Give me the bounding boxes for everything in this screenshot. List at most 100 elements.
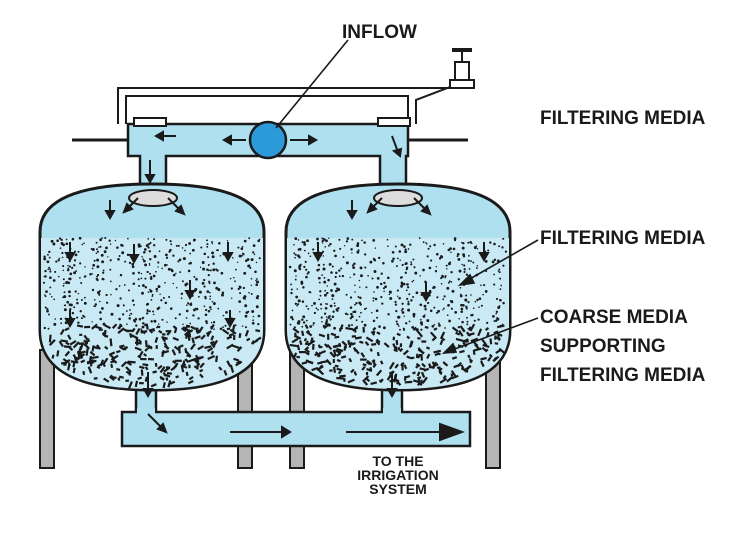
media-grain — [331, 298, 334, 300]
media-grain — [374, 247, 377, 249]
media-grain — [504, 250, 508, 253]
media-grain — [426, 255, 429, 258]
media-grain — [371, 277, 374, 280]
coarse-grain — [152, 370, 158, 374]
media-grain — [376, 277, 380, 280]
coarse-grain — [226, 343, 234, 350]
media-grain — [486, 321, 489, 325]
media-grain — [153, 238, 156, 241]
coarse-grain — [417, 376, 422, 380]
coarse-grain — [375, 340, 381, 346]
coarse-grain — [159, 366, 166, 374]
media-grain — [85, 275, 87, 277]
media-grain — [446, 267, 448, 270]
coarse-grain — [232, 344, 240, 350]
media-grain — [400, 309, 403, 312]
media-grain — [358, 315, 361, 318]
media-grain — [293, 326, 296, 329]
media-grain — [297, 239, 300, 241]
media-grain — [392, 257, 395, 261]
media-grain — [498, 271, 501, 274]
media-grain — [132, 271, 135, 275]
coarse-grain — [299, 340, 303, 346]
media-grain — [57, 259, 60, 262]
media-grain — [187, 269, 191, 273]
media-grain — [62, 296, 65, 299]
media-grain — [150, 298, 153, 301]
media-grain — [156, 307, 160, 311]
media-grain — [62, 284, 65, 287]
media-grain — [158, 250, 161, 253]
media-grain — [198, 290, 202, 294]
coarse-grain — [474, 347, 482, 352]
media-grain — [73, 259, 77, 262]
coarse-grain — [336, 352, 341, 357]
coarse-grain — [439, 331, 446, 340]
media-grain — [414, 271, 418, 275]
coarse-grain — [238, 333, 242, 339]
media-grain — [456, 252, 460, 256]
media-grain — [462, 253, 466, 257]
media-grain — [354, 291, 356, 293]
media-grain — [426, 319, 430, 323]
media-grain — [255, 261, 258, 264]
media-grain — [128, 261, 132, 265]
media-grain — [252, 251, 255, 254]
media-grain — [448, 319, 451, 323]
media-grain — [326, 318, 328, 321]
media-grain — [76, 301, 79, 305]
coarse-grain — [99, 359, 105, 367]
media-grain — [386, 238, 389, 241]
media-grain — [161, 267, 164, 270]
media-grain — [105, 293, 108, 297]
media-grain — [351, 238, 354, 241]
valve-handle-icon[interactable] — [449, 48, 475, 89]
media-grain — [238, 286, 242, 289]
media-grain — [123, 284, 126, 286]
media-grain — [89, 272, 92, 276]
media-grain — [99, 300, 101, 303]
coarse-grain — [167, 380, 172, 388]
coarse-grain — [48, 339, 56, 346]
media-grain — [181, 280, 184, 283]
coarse-grain — [417, 347, 425, 355]
media-grain — [420, 328, 423, 331]
media-grain — [441, 275, 445, 278]
media-grain — [96, 258, 100, 262]
media-grain — [243, 271, 247, 275]
media-grain — [376, 285, 379, 289]
media-grain — [144, 277, 147, 280]
media-grain — [149, 289, 153, 293]
media-grain — [290, 291, 293, 295]
media-grain — [327, 278, 330, 282]
media-grain — [207, 273, 210, 277]
coarse-grain — [207, 347, 214, 353]
coarse-grain — [119, 346, 126, 351]
coarse-grain — [415, 328, 419, 332]
coarse-grain — [142, 363, 149, 367]
coarse-grain — [255, 336, 262, 342]
media-grain — [242, 253, 245, 256]
media-grain — [326, 303, 329, 305]
media-grain — [166, 264, 168, 266]
filtering-media-label: FILTERING MEDIA — [540, 228, 706, 249]
media-grain — [99, 311, 102, 314]
media-grain — [239, 292, 242, 295]
media-grain — [291, 318, 294, 321]
media-grain — [150, 320, 153, 323]
media-grain — [145, 244, 149, 248]
media-grain — [409, 243, 412, 246]
coarse-grain — [408, 340, 414, 348]
media-grain — [62, 278, 65, 281]
media-grain — [67, 281, 71, 285]
media-grain — [96, 265, 100, 269]
media-grain — [290, 288, 293, 291]
media-grain — [132, 282, 136, 286]
media-grain — [177, 244, 180, 247]
media-grain — [99, 245, 102, 248]
irrigation-label-line1: TO THE — [372, 453, 424, 469]
media-grain — [410, 263, 413, 266]
media-grain — [143, 248, 147, 251]
coarse-grain — [460, 364, 465, 370]
media-grain — [141, 325, 145, 329]
